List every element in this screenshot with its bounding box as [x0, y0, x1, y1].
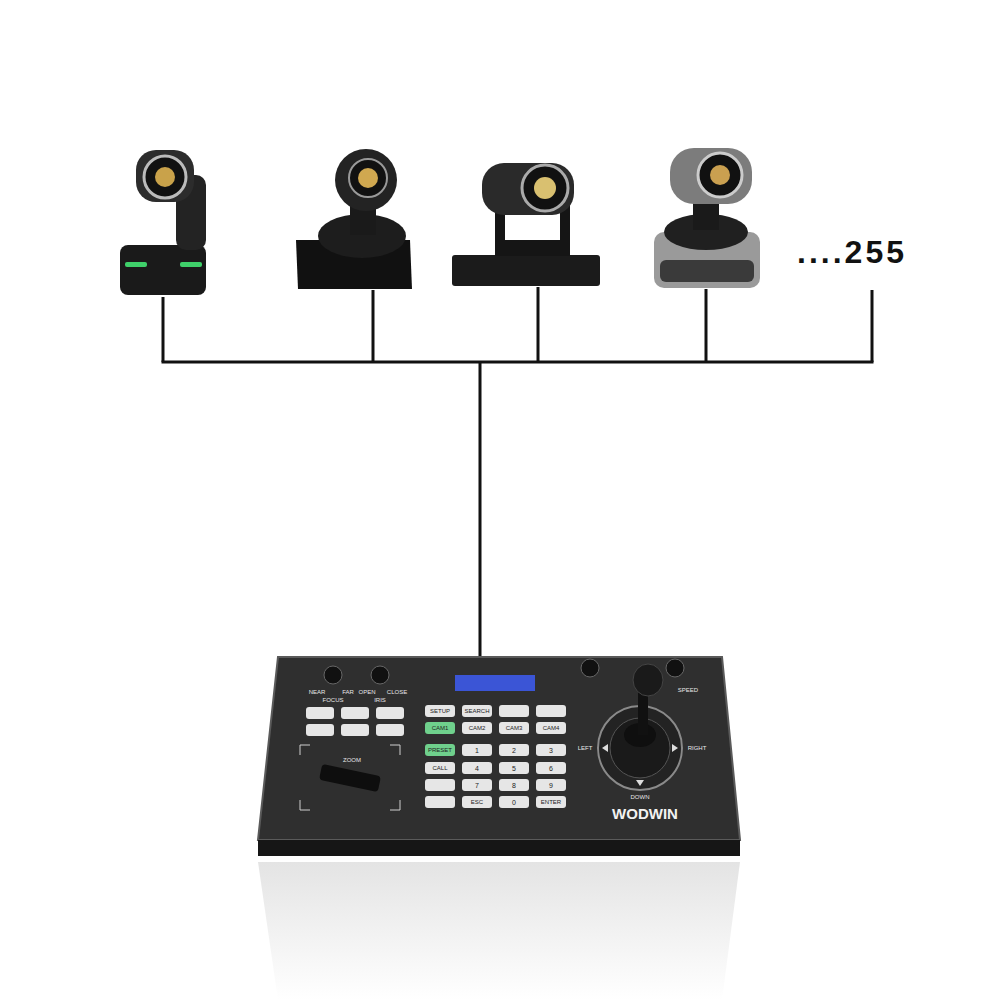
- key-label: 8: [512, 782, 516, 789]
- knob-label: FAR: [342, 689, 354, 695]
- key-label: CAM4: [543, 725, 560, 731]
- key-label: CAM1: [432, 725, 449, 731]
- key-label: 3: [549, 747, 553, 754]
- direction-label: LEFT: [578, 745, 593, 751]
- key-label: CALL: [432, 765, 447, 771]
- knob-label: OPEN: [358, 689, 375, 695]
- key-label: 9: [549, 782, 553, 789]
- direction-label: DOWN: [631, 794, 650, 800]
- key-label: CAM3: [506, 725, 523, 731]
- knob-label: NEAR: [309, 689, 326, 695]
- key-label: 1: [475, 747, 479, 754]
- key-label: 5: [512, 765, 516, 772]
- key-label: SETUP: [430, 708, 450, 714]
- key-label: 2: [512, 747, 516, 754]
- ptz-camera: [452, 163, 600, 286]
- ptz-keyboard-controller: [258, 657, 740, 856]
- key-label: 7: [475, 782, 479, 789]
- knob-label: IRIS: [374, 697, 386, 703]
- knob-label: CLOSE: [387, 689, 407, 695]
- key-label: CAM2: [469, 725, 486, 731]
- key-label: PRESET: [428, 747, 452, 753]
- speed-label: SPEED: [678, 687, 698, 693]
- zoom-label: ZOOM: [343, 757, 361, 763]
- brand-logo: WODWIN: [612, 806, 678, 821]
- count-label: ....255: [797, 236, 907, 268]
- direction-label: RIGHT: [688, 745, 707, 751]
- key-label: 4: [475, 765, 479, 772]
- key-label: SEARCH: [464, 708, 489, 714]
- key-label: 6: [549, 765, 553, 772]
- key-label: ESC: [471, 799, 483, 805]
- reflection: [258, 862, 740, 1000]
- ptz-camera: [654, 148, 760, 288]
- key-label: 0: [512, 799, 516, 806]
- ptz-camera: [120, 150, 206, 295]
- ptz-camera: [296, 149, 412, 289]
- knob-label: FOCUS: [323, 697, 344, 703]
- bus-wire: [162, 287, 874, 657]
- key-label: ENTER: [541, 799, 561, 805]
